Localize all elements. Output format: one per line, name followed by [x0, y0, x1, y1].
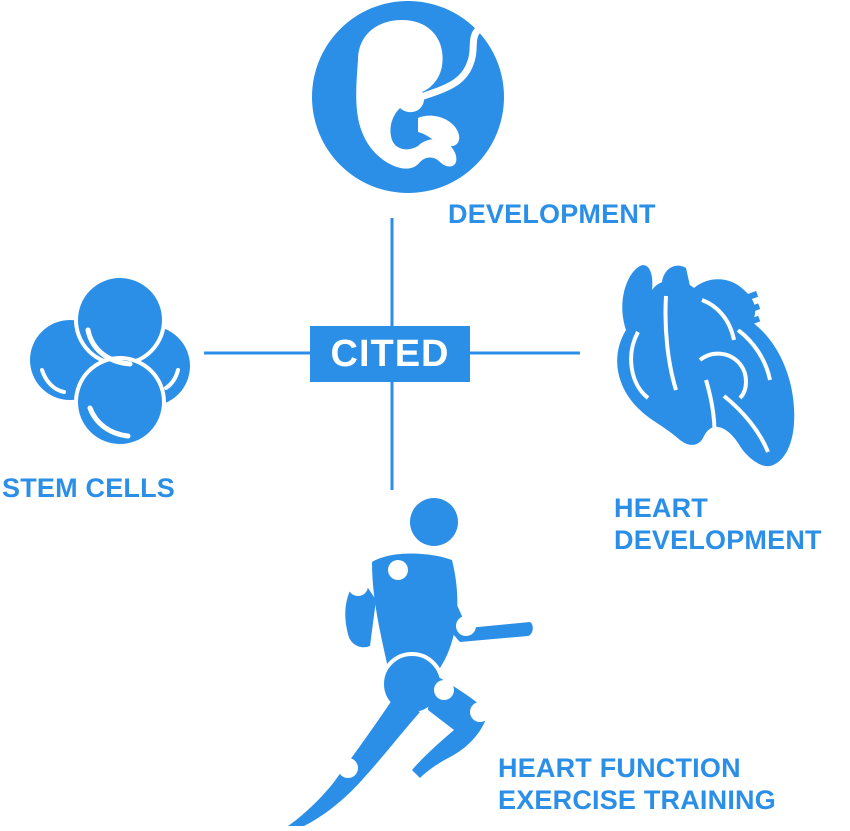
- heart-development-line2: DEVELOPMENT: [614, 525, 822, 555]
- heart-function-label: HEART FUNCTION EXERCISE TRAINING: [498, 752, 776, 816]
- center-label-box: CITED: [310, 326, 470, 382]
- connector-lines: [204, 218, 580, 490]
- fetus-icon: [312, 1, 504, 193]
- heart-function-line1: HEART FUNCTION: [498, 753, 741, 783]
- heart-development-label: HEART DEVELOPMENT: [614, 492, 822, 556]
- stem-cells-label-text: STEM CELLS: [2, 473, 176, 503]
- development-label: DEVELOPMENT: [448, 198, 656, 230]
- heart-icon: [617, 265, 795, 467]
- stem-cells-icon: [30, 274, 190, 448]
- stem-cells-label: STEM CELLS: [2, 472, 175, 504]
- running-person-icon: [288, 498, 533, 826]
- heart-function-line2: EXERCISE TRAINING: [498, 785, 776, 815]
- center-label: CITED: [330, 332, 450, 375]
- heart-development-line1: HEART: [614, 493, 708, 523]
- development-label-text: DEVELOPMENT: [448, 199, 656, 229]
